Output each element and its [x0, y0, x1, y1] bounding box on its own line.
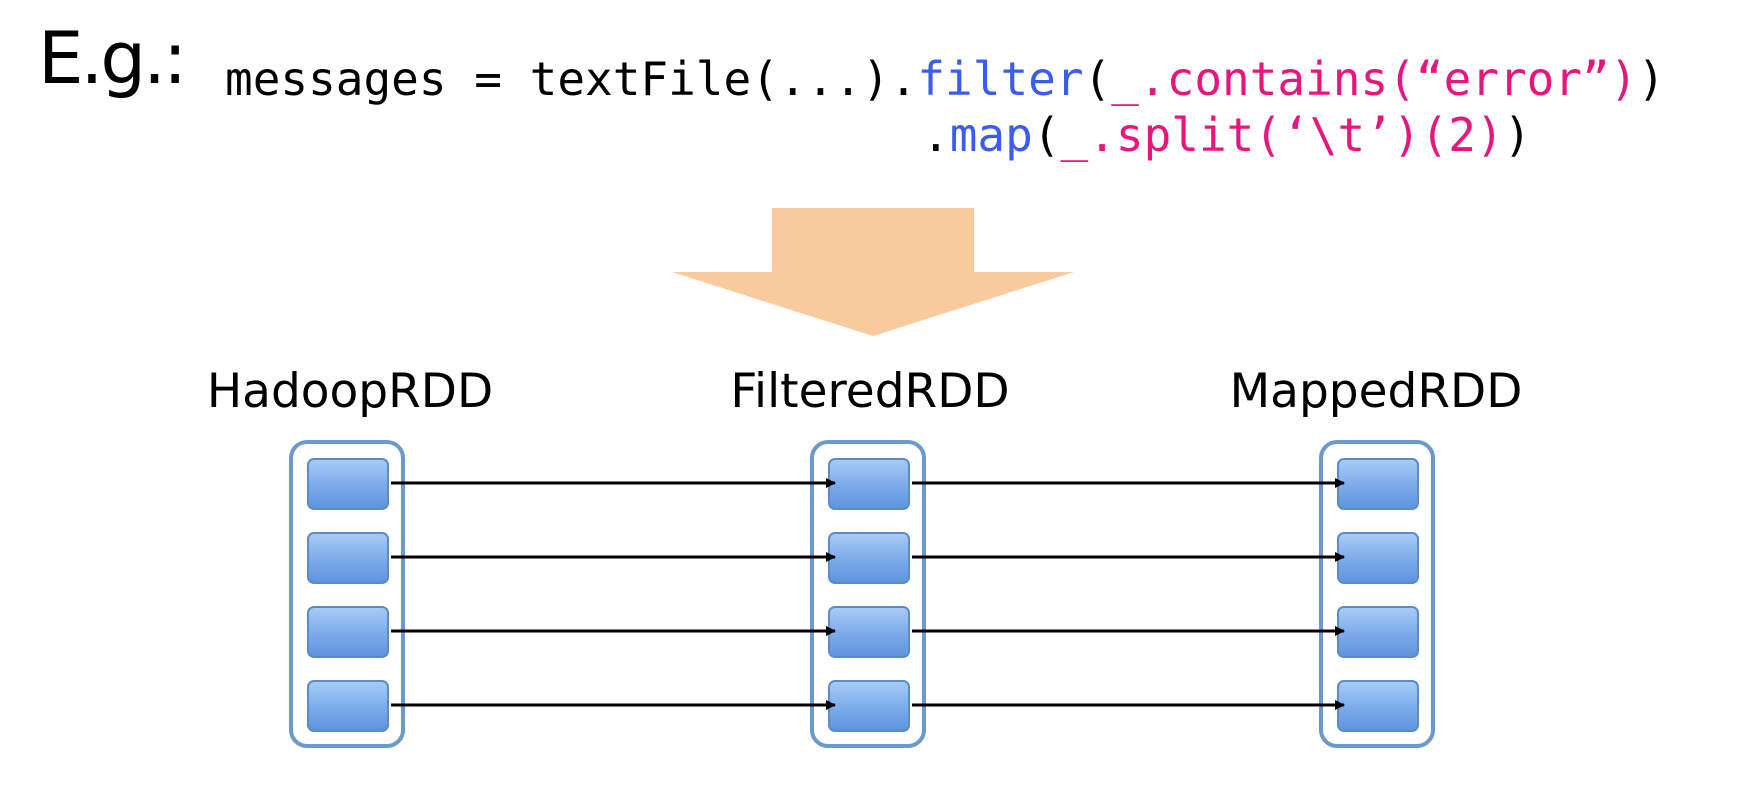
partition-block	[828, 532, 910, 584]
rdd-label-hadoop: HadoopRDD	[206, 364, 494, 419]
partition-block	[1337, 458, 1419, 510]
transform-arrow-icon	[672, 208, 1074, 336]
partition-block	[307, 606, 389, 658]
example-prefix: E.g.:	[38, 16, 187, 100]
partition-block	[1337, 606, 1419, 658]
partition-block	[828, 606, 910, 658]
code-lambda-contains: _.contains(“error”)	[1111, 52, 1638, 106]
rdd-container-mapped	[1319, 440, 1435, 748]
rdd-container-filtered	[810, 440, 926, 748]
rdd-label-filtered: FilteredRDD	[730, 364, 1010, 419]
partition-block	[828, 680, 910, 732]
code-line-1: messages = textFile(...).filter(_.contai…	[225, 56, 1665, 102]
code-paren-open: (	[1083, 52, 1112, 106]
partition-block	[1337, 680, 1419, 732]
code-dot: .	[922, 108, 950, 162]
code-paren-close-2: )	[1503, 108, 1532, 162]
partition-block	[307, 532, 389, 584]
code-paren-open-2: (	[1032, 108, 1061, 162]
code-paren-close: )	[1637, 52, 1666, 106]
partition-block	[828, 458, 910, 510]
partition-block	[307, 680, 389, 732]
code-method-filter: filter	[917, 52, 1084, 106]
partition-block	[307, 458, 389, 510]
code-lambda-split: _.split(‘\t’)(2)	[1060, 108, 1504, 162]
code-line-2: .map(_.split(‘\t’)(2))	[922, 112, 1531, 158]
code-assign: messages = textFile(...).	[225, 52, 918, 106]
rdd-container-hadoop	[289, 440, 405, 748]
code-method-map: map	[949, 108, 1033, 162]
rdd-label-mapped: MappedRDD	[1229, 364, 1523, 419]
partition-block	[1337, 532, 1419, 584]
